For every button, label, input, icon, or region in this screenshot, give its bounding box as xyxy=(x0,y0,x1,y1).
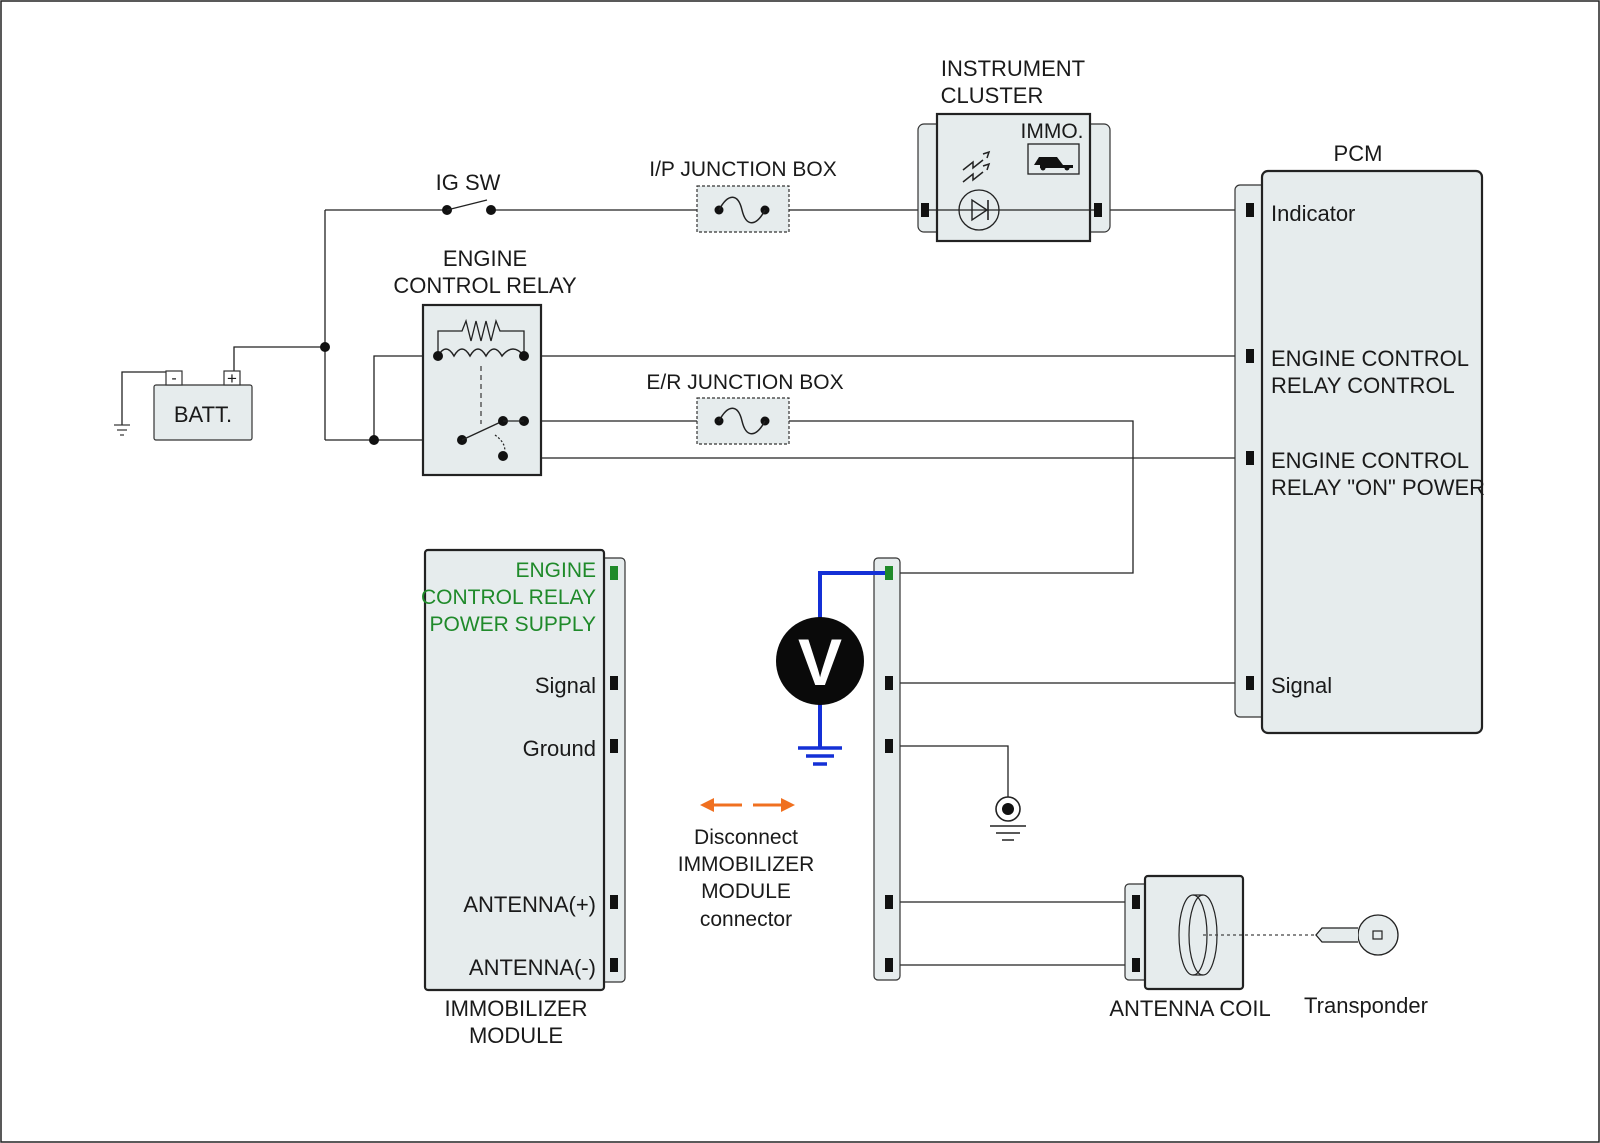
imm-pin-ecr-ps-3: POWER SUPPLY xyxy=(430,613,596,636)
pcm-pin-ecr-on-1: ENGINE CONTROL xyxy=(1271,448,1469,473)
pcm-pin-signal: Signal xyxy=(1271,673,1332,698)
battery-minus: - xyxy=(171,370,176,387)
pcm: PCM Indicator ENGINE CONTROL RELAY CONTR… xyxy=(1234,141,1485,735)
antenna-coil-label: ANTENNA COIL xyxy=(1109,996,1270,1021)
imm-pin-ecr-ps-1: ENGINE xyxy=(515,559,596,582)
immo-label: IMMO. xyxy=(1021,120,1084,143)
imm-label-2: MODULE xyxy=(469,1023,563,1048)
pcm-pin-ecr-control-2: RELAY CONTROL xyxy=(1271,373,1455,398)
imm-pin-signal: Signal xyxy=(535,673,596,698)
er-junction-box-label: E/R JUNCTION BOX xyxy=(646,371,843,394)
note-line-3: MODULE xyxy=(701,880,791,903)
battery-plus: + xyxy=(227,369,237,388)
voltmeter-symbol: V xyxy=(798,625,842,699)
ig-switch-label: IG SW xyxy=(436,170,501,195)
harness-connector xyxy=(873,557,901,981)
battery-label: BATT. xyxy=(174,402,232,427)
pcm-pin-ecr-control-1: ENGINE CONTROL xyxy=(1271,346,1469,371)
immo-car-icon xyxy=(1027,143,1080,175)
er-junction-box: E/R JUNCTION BOX xyxy=(646,371,844,445)
voltmeter: V xyxy=(776,571,885,766)
chassis-ground-icon xyxy=(990,796,1026,841)
ip-junction-box: I/P JUNCTION BOX xyxy=(649,158,837,233)
ip-junction-box-label: I/P JUNCTION BOX xyxy=(649,158,836,181)
ig-switch: IG SW xyxy=(436,170,501,215)
note-line-2: IMMOBILIZER xyxy=(678,853,815,876)
wires xyxy=(121,209,1246,966)
cluster-label-2: CLUSTER xyxy=(941,83,1044,108)
engine-control-relay: ENGINE CONTROL RELAY xyxy=(393,246,577,477)
relay-label-1: ENGINE xyxy=(443,246,527,271)
note-line-4: connector xyxy=(700,908,792,931)
note-line-1: Disconnect xyxy=(694,826,798,849)
immobilizer-module: ENGINE CONTROL RELAY POWER SUPPLY Signal… xyxy=(421,548,626,1048)
antenna-coil: ANTENNA COIL xyxy=(1109,874,1316,1021)
transponder-label: Transponder xyxy=(1304,993,1428,1018)
battery-ground-icon xyxy=(114,424,130,436)
imm-pin-antenna-neg: ANTENNA(-) xyxy=(469,955,596,980)
instrument-cluster: INSTRUMENT CLUSTER IMMO. xyxy=(917,56,1111,243)
key-icon xyxy=(1315,914,1399,956)
imm-label-1: IMMOBILIZER xyxy=(444,996,587,1021)
battery: - + BATT. xyxy=(153,369,253,441)
relay-label-2: CONTROL RELAY xyxy=(393,273,577,298)
imm-pin-ecr-ps-2: CONTROL RELAY xyxy=(421,586,596,609)
right-arrow-icon xyxy=(753,798,795,812)
left-arrow-icon xyxy=(700,798,742,812)
disconnect-note: Disconnect IMMOBILIZER MODULE connector xyxy=(678,798,815,931)
pcm-pin-ecr-on-2: RELAY "ON" POWER xyxy=(1271,475,1485,500)
transponder: Transponder xyxy=(1304,914,1428,1018)
imm-pin-antenna-pos: ANTENNA(+) xyxy=(463,892,596,917)
imm-pin-ground: Ground xyxy=(523,736,596,761)
light-emit-icon xyxy=(962,150,991,183)
cluster-label-1: INSTRUMENT xyxy=(941,56,1085,81)
pcm-label: PCM xyxy=(1334,141,1383,166)
pcm-pin-indicator: Indicator xyxy=(1271,201,1355,226)
